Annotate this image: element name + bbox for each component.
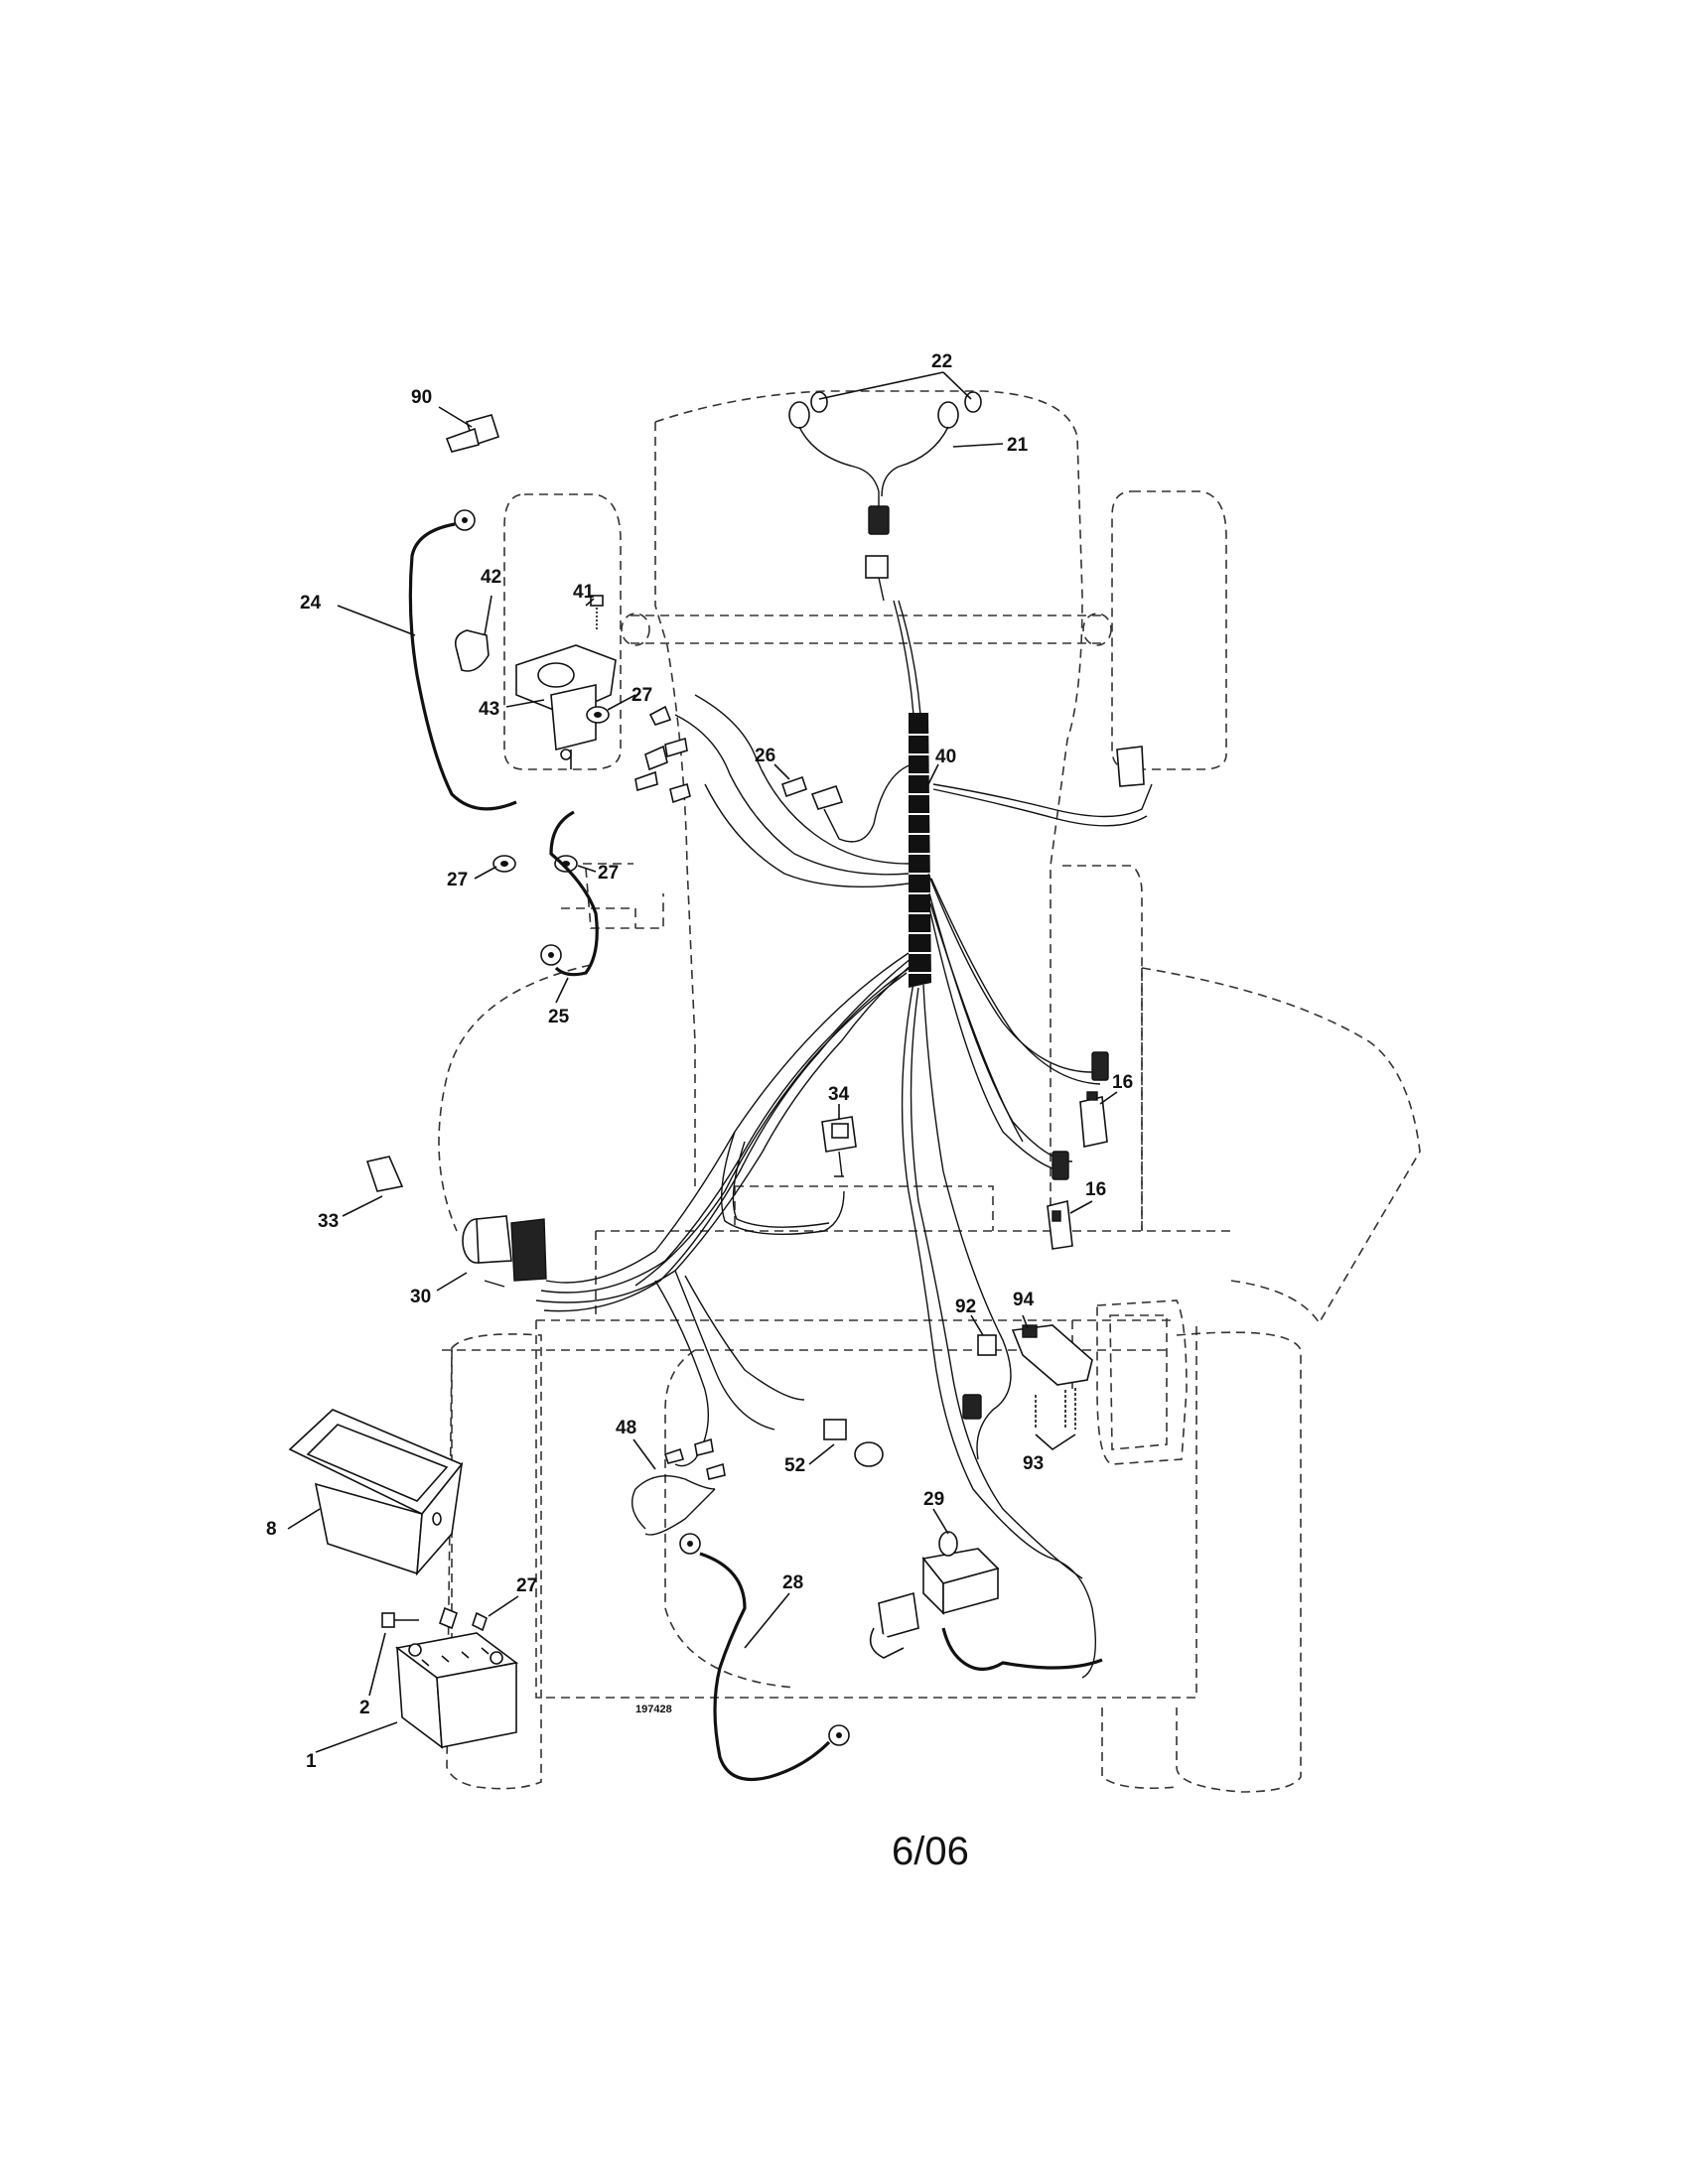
part-92-connector xyxy=(962,1314,997,1420)
callout-16b: 16 xyxy=(1085,1179,1106,1200)
callout-21: 21 xyxy=(1007,435,1029,456)
figure-number: 197428 xyxy=(635,1704,672,1715)
harness-conduit xyxy=(908,713,933,988)
callout-48: 48 xyxy=(616,1418,636,1438)
part-30-ignition-switch xyxy=(436,1215,547,1292)
part-22-21-headlights xyxy=(788,371,1004,602)
main-wiring-harness xyxy=(535,600,1153,1679)
part-27-nut-a xyxy=(586,694,636,724)
callout-26: 26 xyxy=(755,746,775,766)
part-48-connector-harness xyxy=(632,1437,726,1536)
callout-43: 43 xyxy=(479,699,499,720)
revision-date: 6/06 xyxy=(892,1830,969,1873)
callout-92: 92 xyxy=(955,1297,976,1317)
part-26-connectors xyxy=(773,763,844,810)
callout-33: 33 xyxy=(318,1211,339,1232)
part-34-switch xyxy=(821,1104,857,1177)
callout-29: 29 xyxy=(923,1489,944,1510)
part-90-plug xyxy=(438,406,500,453)
part-41-bolt xyxy=(585,595,604,630)
part-43-solenoid xyxy=(505,644,617,769)
part-8-battery-tray xyxy=(287,1409,464,1576)
callout-8: 8 xyxy=(266,1519,277,1540)
part-25-cable xyxy=(540,810,599,1004)
callout-30: 30 xyxy=(410,1287,431,1307)
callout-27d: 27 xyxy=(516,1575,537,1596)
callout-24: 24 xyxy=(300,593,322,614)
callout-40: 40 xyxy=(935,747,956,767)
callout-16a: 16 xyxy=(1112,1072,1133,1093)
part-33-relay xyxy=(342,1156,404,1217)
callout-27c: 27 xyxy=(598,863,619,884)
part-24-battery-cable xyxy=(337,509,517,811)
callout-2: 2 xyxy=(359,1698,370,1718)
callout-41: 41 xyxy=(573,582,595,603)
harness-terminals xyxy=(634,705,1145,804)
callout-27a: 27 xyxy=(632,685,652,706)
callout-25: 25 xyxy=(548,1007,570,1027)
callout-42: 42 xyxy=(481,567,501,588)
callout-94: 94 xyxy=(1013,1290,1035,1310)
callout-22: 22 xyxy=(931,351,952,372)
callout-27b: 27 xyxy=(447,870,468,890)
part-16-switch-b xyxy=(1047,1200,1093,1250)
part-27-nut-b xyxy=(474,855,516,880)
part-27-nut-d xyxy=(439,1595,519,1632)
callout-28: 28 xyxy=(782,1572,803,1593)
callout-1: 1 xyxy=(306,1751,317,1772)
callout-93: 93 xyxy=(1023,1453,1044,1474)
leader-40 xyxy=(927,763,939,785)
part-16-switch-a xyxy=(1079,1091,1118,1148)
part-1-battery xyxy=(315,1632,518,1753)
part-2-bolt xyxy=(368,1612,419,1697)
part-52-lamp xyxy=(808,1419,884,1467)
part-29-module xyxy=(869,1508,1000,1659)
part-42-terminal-boot xyxy=(454,595,492,672)
part-28-battery-cable xyxy=(679,1533,850,1782)
callout-90: 90 xyxy=(411,387,432,408)
callout-52: 52 xyxy=(784,1455,805,1476)
harness-connectors-right xyxy=(1052,1051,1109,1180)
part-93-screws xyxy=(1035,1388,1076,1451)
callout-34: 34 xyxy=(828,1084,850,1105)
part-94-seat-switch xyxy=(1011,1314,1093,1386)
part-27-nut-c xyxy=(554,855,597,873)
tractor-outline xyxy=(438,390,1421,1793)
